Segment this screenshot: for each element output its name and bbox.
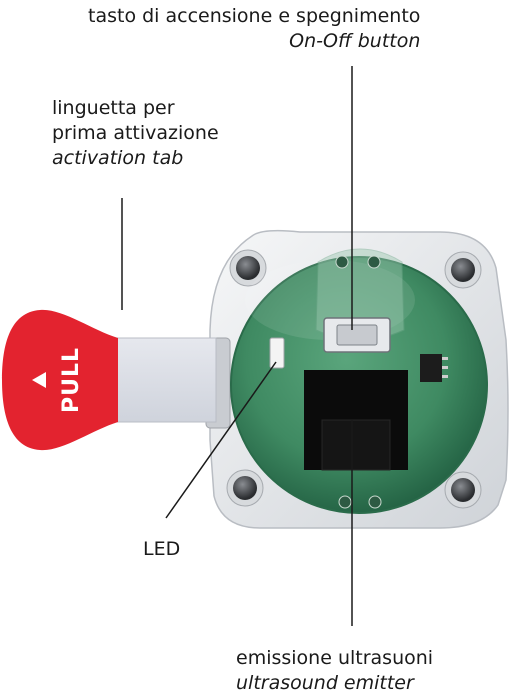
led-label-text: LED [143,538,181,560]
led-label: LED [143,537,180,562]
top-hole-left [335,255,349,269]
top-hole-right [367,255,381,269]
onoff-label-en: On-Off button [289,30,421,52]
onoff-label: tasto di accensione e spegnimento On-Off… [88,4,420,54]
pull-tab [2,309,118,451]
leader-led [165,361,277,519]
led [269,337,285,369]
emitter-label-it: emissione ultrasuoni [236,647,434,669]
tab-label-it-1: linguetta per [52,97,175,119]
pull-arrow-icon [32,372,46,388]
onoff-button [323,317,391,353]
activation-tab-strip [111,337,217,423]
screw-bottom-left [226,469,264,507]
screw-bottom-right [444,471,482,509]
bottom-hole-right [368,495,382,509]
tab-label: linguetta per prima attivazione activati… [52,96,219,171]
emitter-inner [321,419,391,471]
screw-top-left [229,249,267,287]
tab-label-en: activation tab [52,147,184,169]
onoff-label-it: tasto di accensione e spegnimento [88,5,421,27]
chip [420,354,448,382]
tab-label-it-2: prima attivazione [52,122,219,144]
screw-top-right [444,251,482,289]
emitter-label-en: ultrasound emitter [236,672,414,694]
bottom-hole-left [338,495,352,509]
pull-tab-text: PULL [59,347,84,413]
emitter-label: emissione ultrasuoni ultrasound emitter [236,646,433,696]
